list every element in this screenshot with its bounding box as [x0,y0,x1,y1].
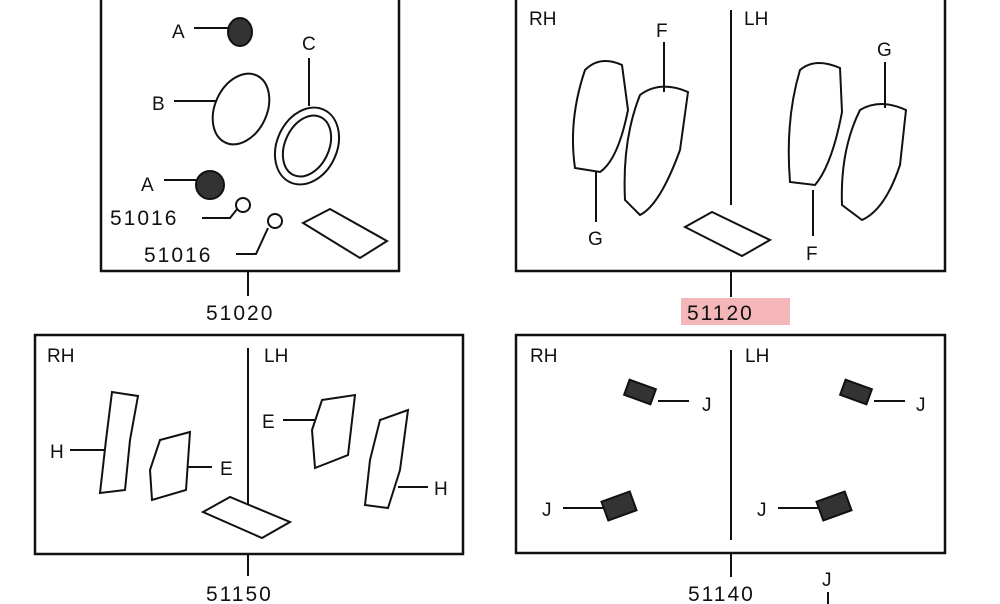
clip-j-icon [622,378,658,406]
highlight [681,298,790,325]
callout-j-2: J [916,395,926,416]
group-51020: 51020 A B C A 51016 51016 [99,0,401,325]
callout-g: G [588,229,603,250]
brake-pad-icon [571,60,630,174]
group-box [99,0,401,273]
clip-j-icon [600,490,638,522]
group-51150: 51150 RH LH H E E H [33,333,465,604]
callout-g-2: G [877,40,892,61]
side-lh: LH [264,346,288,367]
callout-b: B [152,94,165,115]
part-number-51120[interactable]: 51120 [687,302,754,325]
side-rh: RH [47,346,74,367]
side-rh: RH [529,9,556,30]
grease-pack-icon [300,207,389,260]
callout-j-4: J [757,500,767,521]
side-rh: RH [530,346,557,367]
group-51140: 51140 RH LH J J J J J [514,333,947,604]
callout-f-2: F [806,244,818,265]
callout-51016-2: 51016 [144,244,212,267]
part-number-51150[interactable]: 51150 [206,583,273,604]
callout-h-2: H [434,479,448,500]
grease-pack-icon [200,495,293,540]
shim-h-icon [363,408,410,510]
callout-e-2: E [262,412,275,433]
callout-51016: 51016 [110,207,178,230]
boot-a-icon [227,17,253,47]
callout-e: E [220,459,233,480]
side-lh: LH [745,346,769,367]
brake-pad-icon [623,85,690,217]
brake-pad-icon [840,103,908,222]
clip-j-icon [815,490,853,522]
callout-a: A [172,22,185,43]
callout-j-3: J [542,500,552,521]
shim-e-icon [148,430,192,502]
brake-pad-icon [787,62,844,187]
part-number-51020[interactable]: 51020 [206,302,274,325]
side-lh: LH [744,9,768,30]
shim-e-icon [310,393,357,470]
callout-j: J [702,395,712,416]
callout-j-5: J [822,570,832,591]
group-51120: 51120 RH LH F G G F [514,0,947,325]
shim-h-icon [98,390,140,495]
clip-j-icon [838,378,874,406]
part-number-51140[interactable]: 51140 [688,583,755,604]
boot-a-icon [195,170,225,200]
grease-pack-icon [682,210,773,258]
callout-h: H [50,442,64,463]
callout-a-2: A [141,175,154,196]
callout-c: C [302,34,316,55]
callout-f: F [656,21,668,42]
seal-ring-b-icon [211,72,271,146]
